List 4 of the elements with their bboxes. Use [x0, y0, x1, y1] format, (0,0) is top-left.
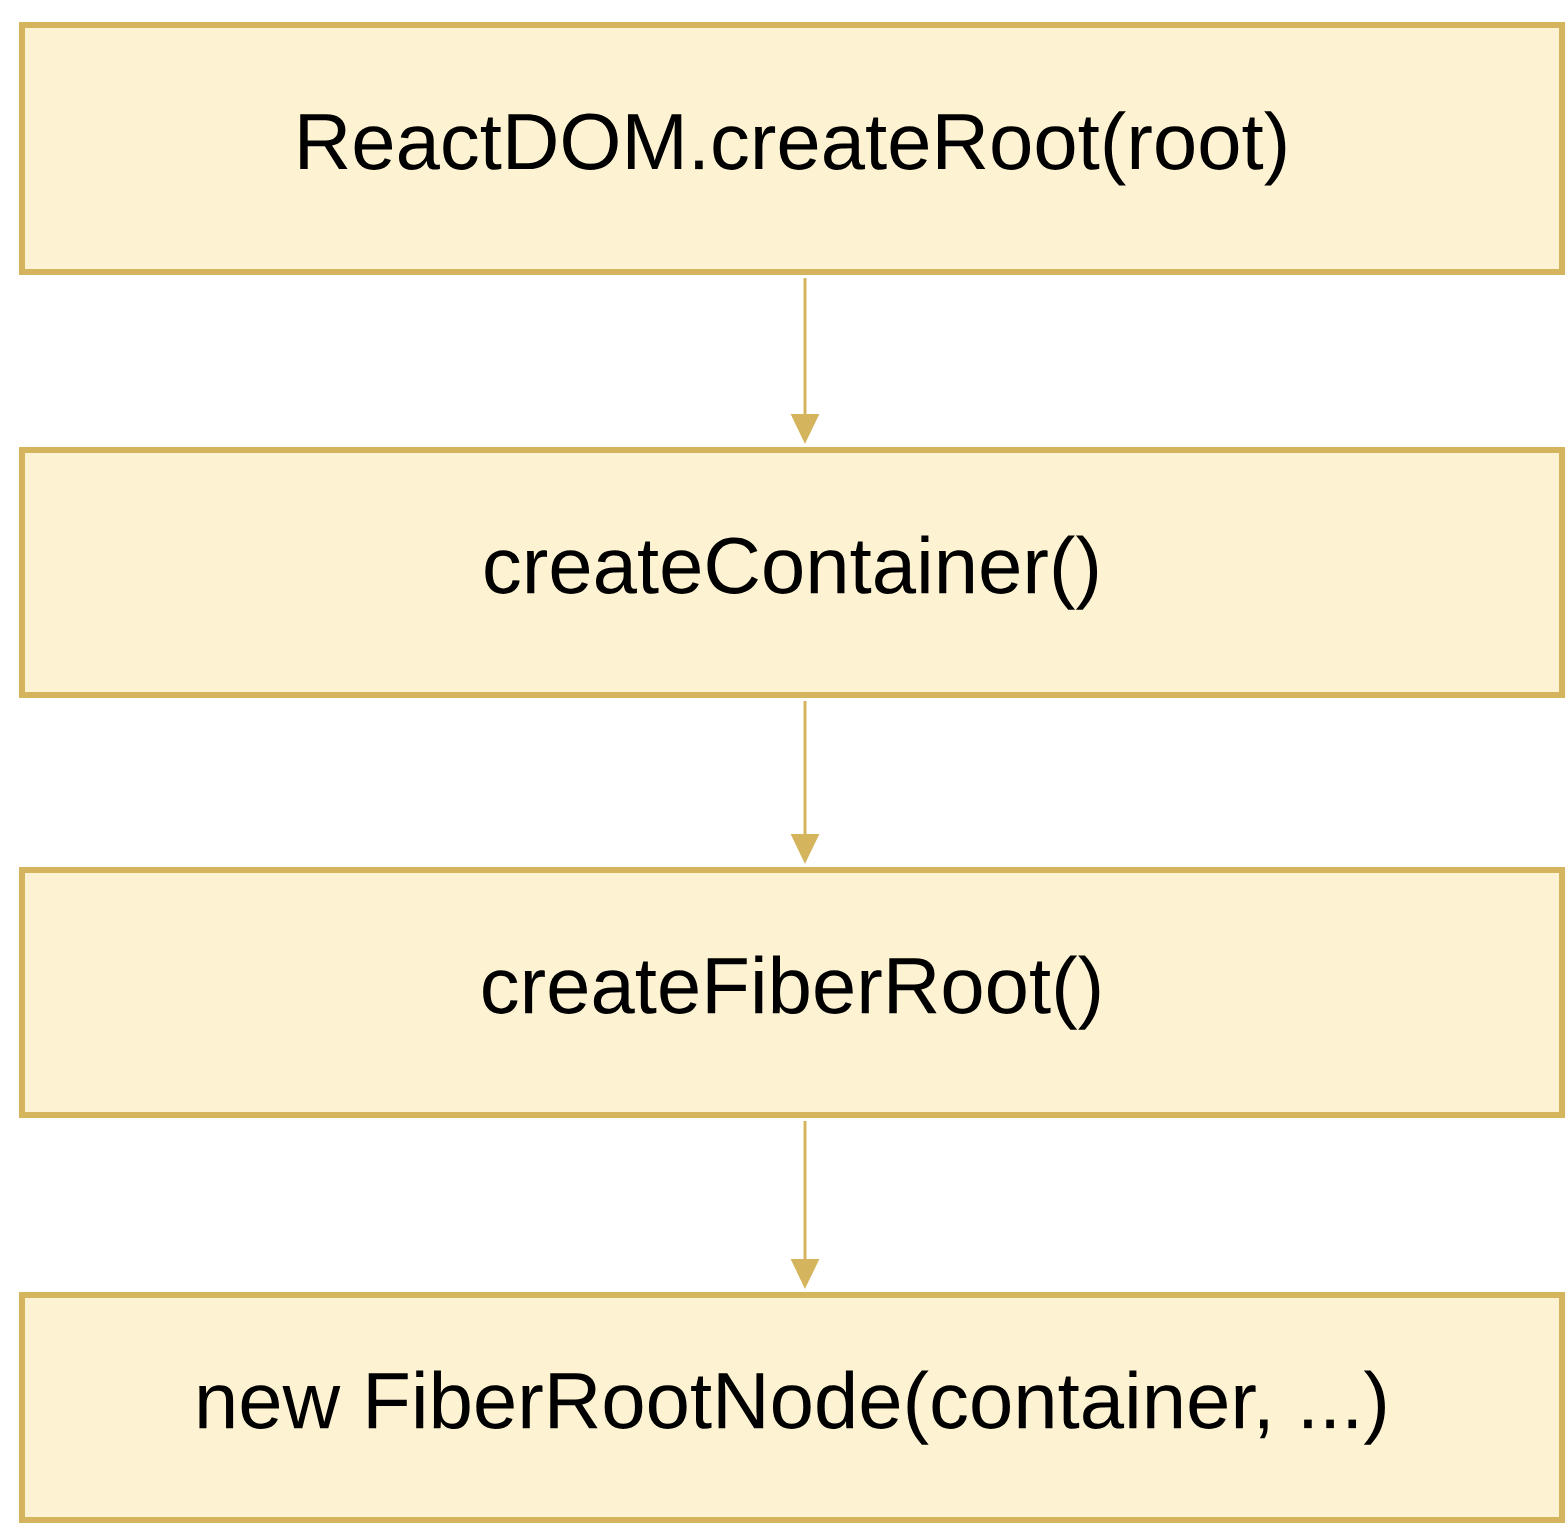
process-box: ReactDOM.createRoot(root) — [19, 22, 1565, 275]
process-box: createFiberRoot() — [19, 867, 1565, 1118]
process-box: new FiberRootNode(container, ...) — [19, 1292, 1565, 1523]
process-box: createContainer() — [19, 447, 1565, 698]
